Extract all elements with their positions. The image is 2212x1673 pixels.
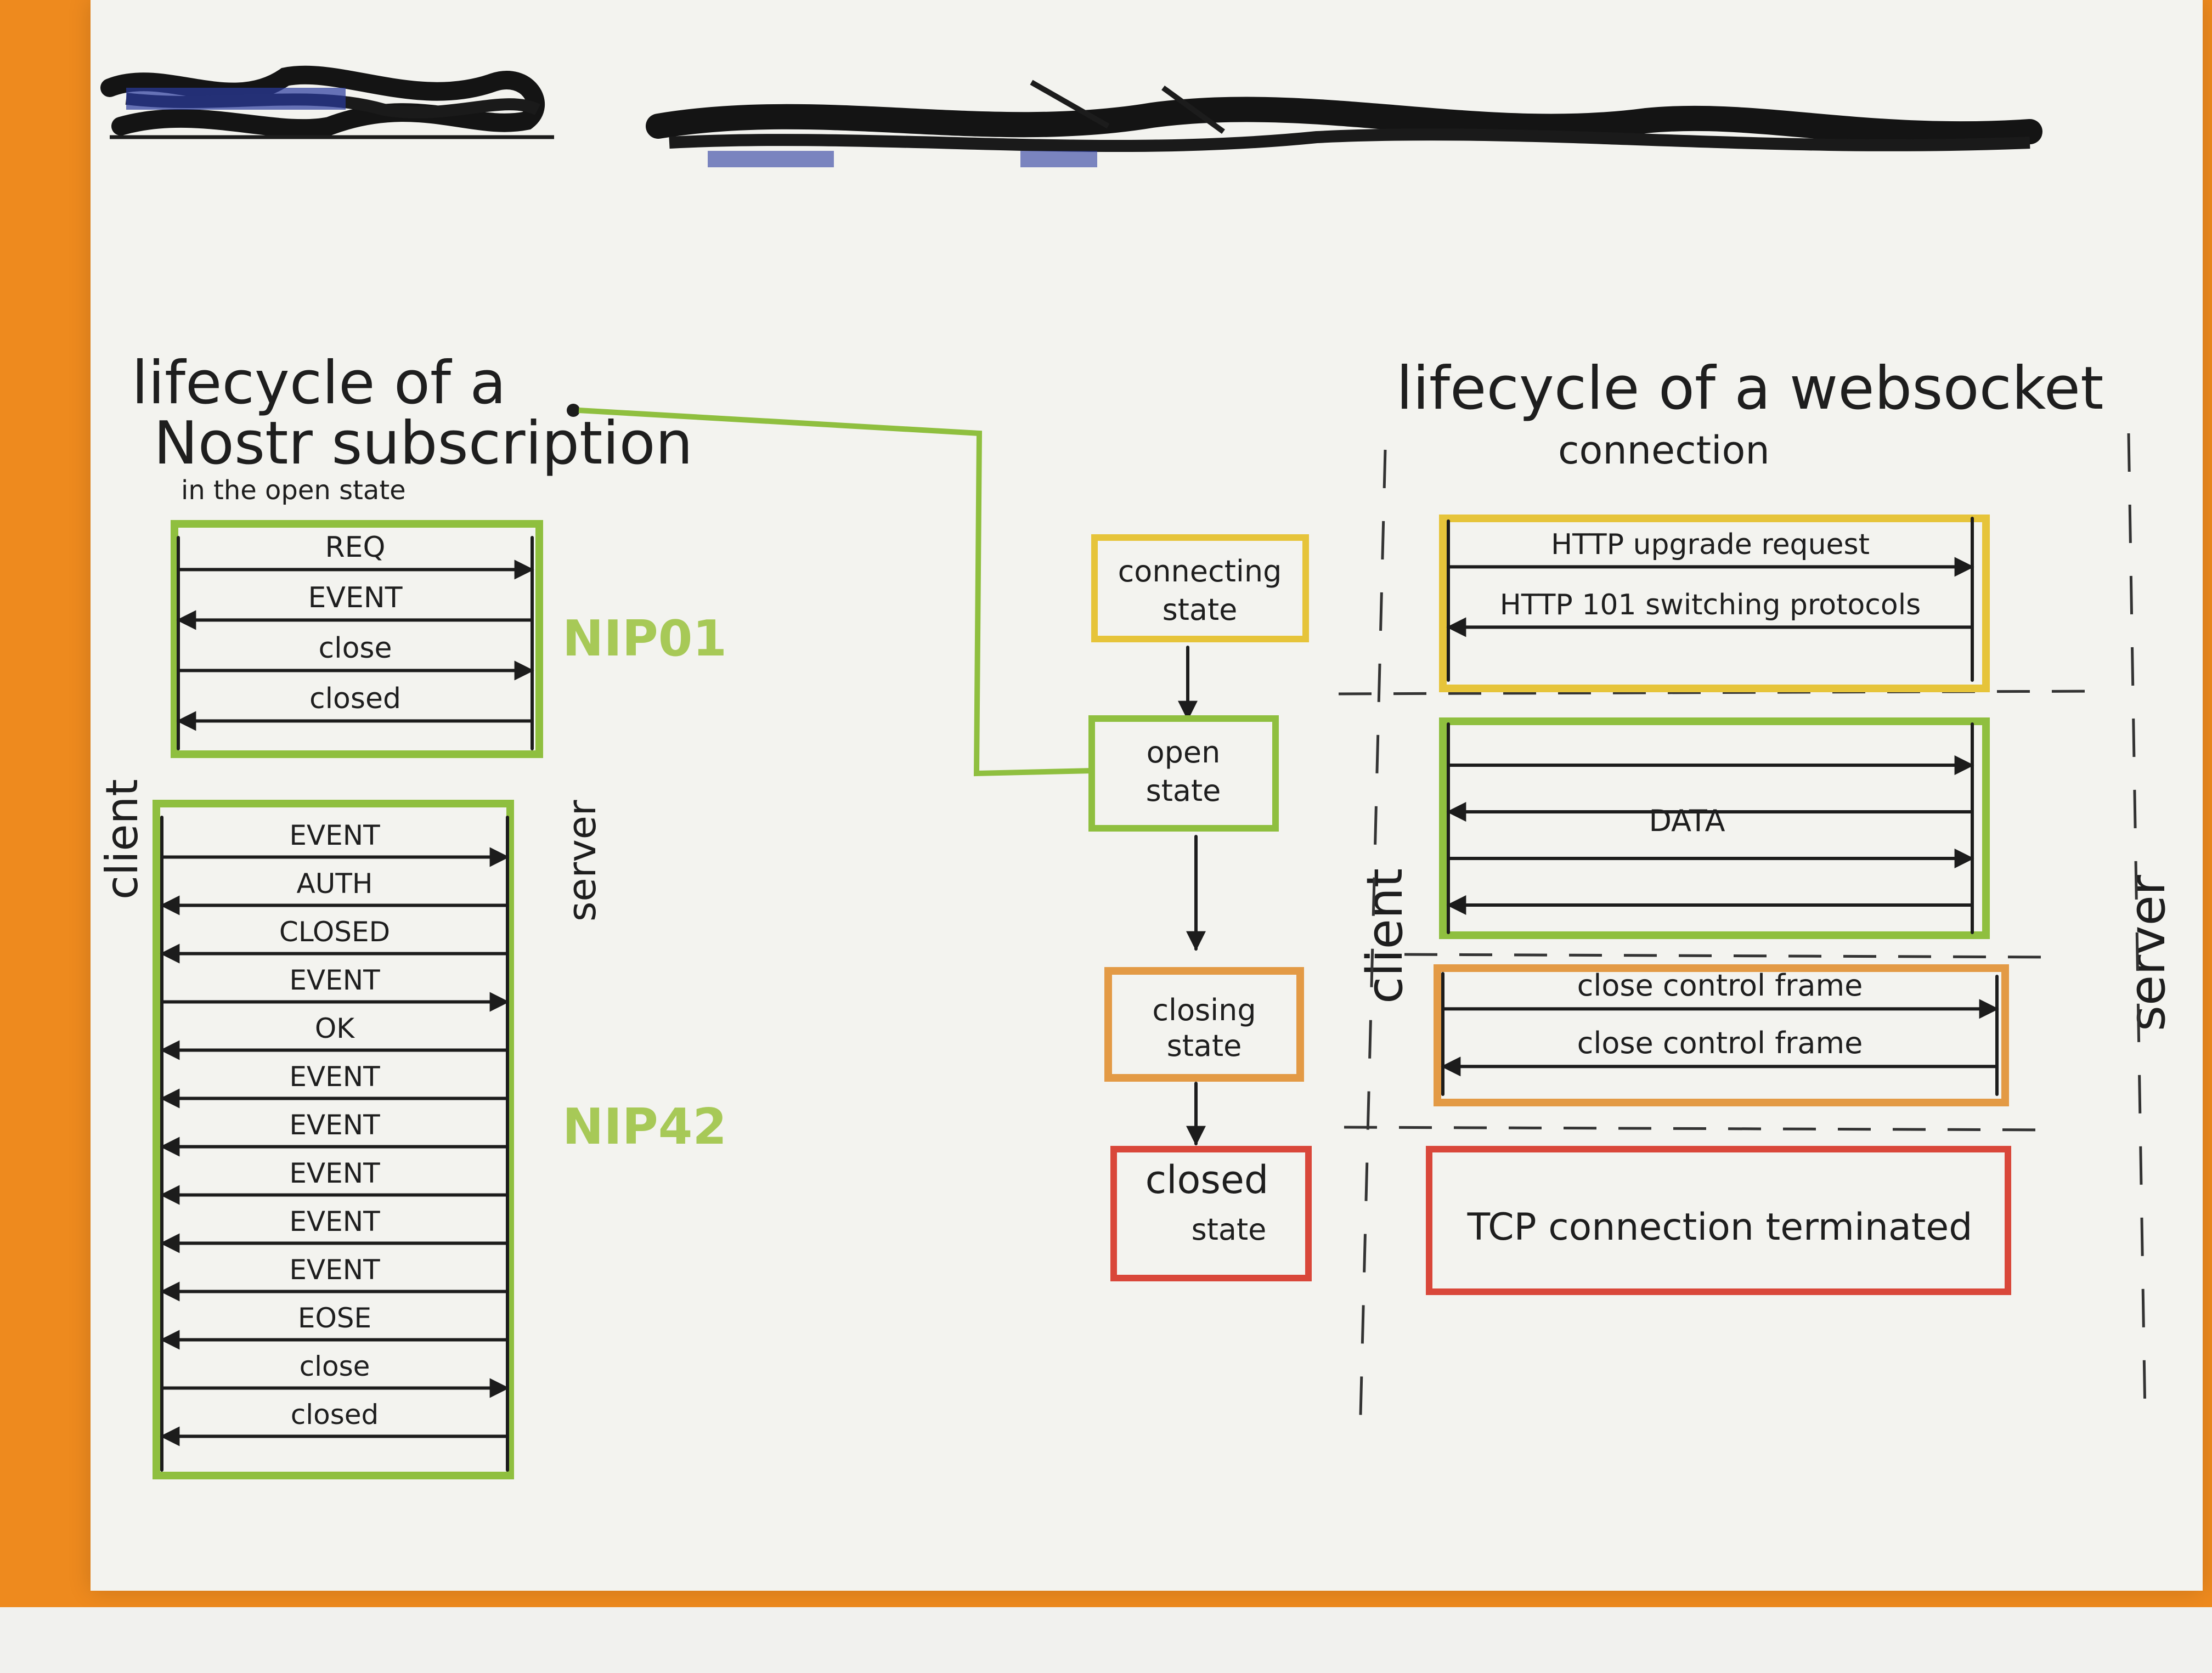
message-label: EVENT (289, 1254, 380, 1286)
message-label: EVENT (289, 964, 380, 996)
left-client-label: client (97, 779, 148, 900)
message-label: EVENT (289, 1109, 380, 1141)
nip42-label: NIP42 (562, 1098, 727, 1156)
handshake-box (1439, 515, 1990, 692)
closing-messages: close control frame close control frame (1441, 968, 1999, 1077)
state-closed-line1: closed (1146, 1157, 1269, 1202)
data-label: DATA (1649, 804, 1725, 838)
message-label: EVENT (289, 1157, 380, 1189)
message-label: OK (315, 1013, 355, 1044)
ws-server-dashed-line (2127, 433, 2147, 1416)
message-label: close control frame (1577, 968, 1863, 1003)
message-label: CLOSED (279, 916, 390, 948)
state-connecting: connecting state (1091, 534, 1309, 642)
state-closed: closed state (1110, 1146, 1312, 1281)
message-label: HTTP 101 switching protocols (1500, 589, 1921, 621)
right-server-label: server (2119, 875, 2176, 1031)
nip42-messages: EVENT AUTH CLOSED EVENT OK EVENT EVENT EVENT EVE… (160, 819, 510, 1446)
message-label: EVENT (289, 1061, 380, 1093)
state-closing: closing state (1104, 967, 1304, 1082)
data-box (1439, 717, 1990, 939)
paper-sheet (91, 0, 2203, 1591)
message-label: EVENT (289, 819, 380, 851)
connector-dot (567, 404, 580, 417)
state-closing-line2: state (1167, 1028, 1242, 1063)
state-open: open state (1088, 715, 1279, 832)
message-label: REQ (325, 531, 386, 564)
message-label: EVENT (289, 1206, 380, 1237)
redacted-header-scribble (100, 65, 2042, 167)
right-title-line2: connection (1558, 428, 1770, 473)
left-title-line1: lifecycle of a (132, 349, 506, 417)
closed-text: TCP connection terminated (1467, 1206, 1973, 1249)
nip42-box (153, 800, 514, 1479)
left-title-line3: in the open state (181, 475, 406, 506)
data-arrows (1446, 755, 1974, 915)
nip01-label: NIP01 (562, 610, 727, 668)
ws-client-dashed-line (1359, 449, 1387, 1416)
state-open-line2: state (1146, 773, 1221, 808)
message-label: close (300, 1350, 370, 1382)
message-label: EVENT (308, 581, 403, 614)
state-connecting-line1: connecting (1118, 554, 1282, 589)
message-label: close (319, 632, 392, 665)
nip01-box (171, 520, 543, 758)
message-label: closed (309, 682, 401, 715)
message-label: closed (291, 1399, 379, 1431)
message-label: EOSE (298, 1302, 371, 1334)
state-closing-line1: closing (1152, 993, 1256, 1027)
state-connecting-line2: state (1163, 592, 1238, 627)
message-label: HTTP upgrade request (1551, 528, 1870, 561)
separator-2 (1404, 953, 2058, 959)
message-label: AUTH (297, 868, 373, 900)
closing-box (1434, 964, 2009, 1106)
nip01-messages: REQ EVENT close closed (176, 531, 534, 731)
left-title-line2: Nostr subscription (154, 409, 693, 478)
right-title-line1: lifecycle of a websocket (1396, 354, 2103, 423)
state-open-line1: open (1147, 735, 1221, 770)
separator-3 (1344, 1126, 2052, 1132)
state-closed-line2: state (1192, 1212, 1267, 1247)
closed-box (1426, 1146, 2011, 1295)
connector-line (578, 408, 1092, 777)
left-server-label: server (560, 800, 605, 922)
message-label: close control frame (1577, 1026, 1863, 1060)
right-client-label: client (1356, 868, 1414, 1004)
